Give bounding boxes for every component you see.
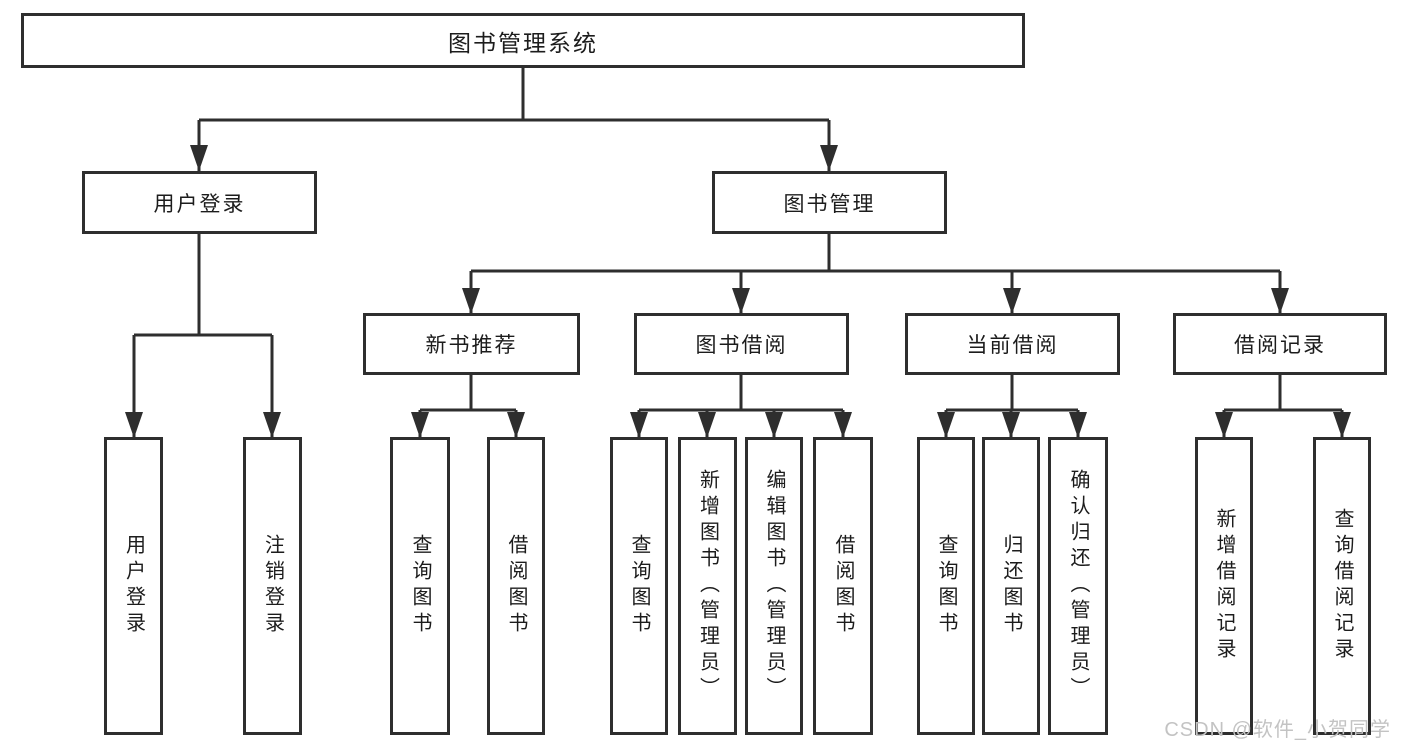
leaf-edit-book-admin-label: 编辑图书（管理员） <box>763 469 785 703</box>
node-root: 图书管理系统 <box>21 13 1025 68</box>
node-current-borrow-label: 当前借阅 <box>966 334 1059 357</box>
node-book-management: 图书管理 <box>712 171 947 234</box>
leaf-add-book-admin-label: 新增图书（管理员） <box>696 469 719 703</box>
leaf-current-query-books-label: 查询图书 <box>935 534 957 638</box>
leaf-user-login: 用户登录 <box>104 437 163 735</box>
node-book-management-label: 图书管理 <box>783 192 876 216</box>
leaf-borrow-query-books: 查询图书 <box>610 437 668 735</box>
node-book-borrow-label: 图书借阅 <box>695 334 788 357</box>
leaf-recommend-query-books-label: 查询图书 <box>409 534 431 638</box>
node-book-borrow: 图书借阅 <box>634 313 849 375</box>
leaf-add-book-admin: 新增图书（管理员） <box>678 437 737 735</box>
leaf-recommend-query-books: 查询图书 <box>390 437 450 735</box>
node-borrow-records-label: 借阅记录 <box>1234 334 1326 357</box>
node-new-book-recommend-label: 新书推荐 <box>425 334 518 357</box>
leaf-query-borrow-record: 查询借阅记录 <box>1313 437 1371 735</box>
leaf-user-login-label: 用户登录 <box>122 534 145 638</box>
leaf-query-borrow-record-label: 查询借阅记录 <box>1331 508 1353 664</box>
node-user-login-label: 用户登录 <box>153 192 246 216</box>
node-current-borrow: 当前借阅 <box>905 313 1120 375</box>
leaf-add-borrow-record-label: 新增借阅记录 <box>1213 508 1235 664</box>
leaf-edit-book-admin: 编辑图书（管理员） <box>745 437 803 735</box>
leaf-borrow-borrow-books: 借阅图书 <box>813 437 873 735</box>
leaf-current-query-books: 查询图书 <box>917 437 975 735</box>
leaf-add-borrow-record: 新增借阅记录 <box>1195 437 1253 735</box>
node-root-label: 图书管理系统 <box>448 29 598 56</box>
leaf-logout: 注销登录 <box>243 437 302 735</box>
leaf-confirm-return-admin-label: 确认归还（管理员） <box>1067 469 1089 703</box>
leaf-confirm-return-admin: 确认归还（管理员） <box>1048 437 1108 735</box>
leaf-borrow-borrow-books-label: 借阅图书 <box>832 534 854 638</box>
leaf-return-book-label: 归还图书 <box>1000 534 1022 638</box>
leaf-borrow-query-books-label: 查询图书 <box>628 534 650 638</box>
node-user-login: 用户登录 <box>82 171 317 234</box>
leaf-recommend-borrow-books: 借阅图书 <box>487 437 545 735</box>
leaf-recommend-borrow-books-label: 借阅图书 <box>505 534 527 638</box>
watermark: CSDN @软件_小贺同学 <box>1164 719 1391 741</box>
node-new-book-recommend: 新书推荐 <box>363 313 580 375</box>
leaf-logout-label: 注销登录 <box>261 534 284 638</box>
node-borrow-records: 借阅记录 <box>1173 313 1387 375</box>
leaf-return-book: 归还图书 <box>982 437 1040 735</box>
